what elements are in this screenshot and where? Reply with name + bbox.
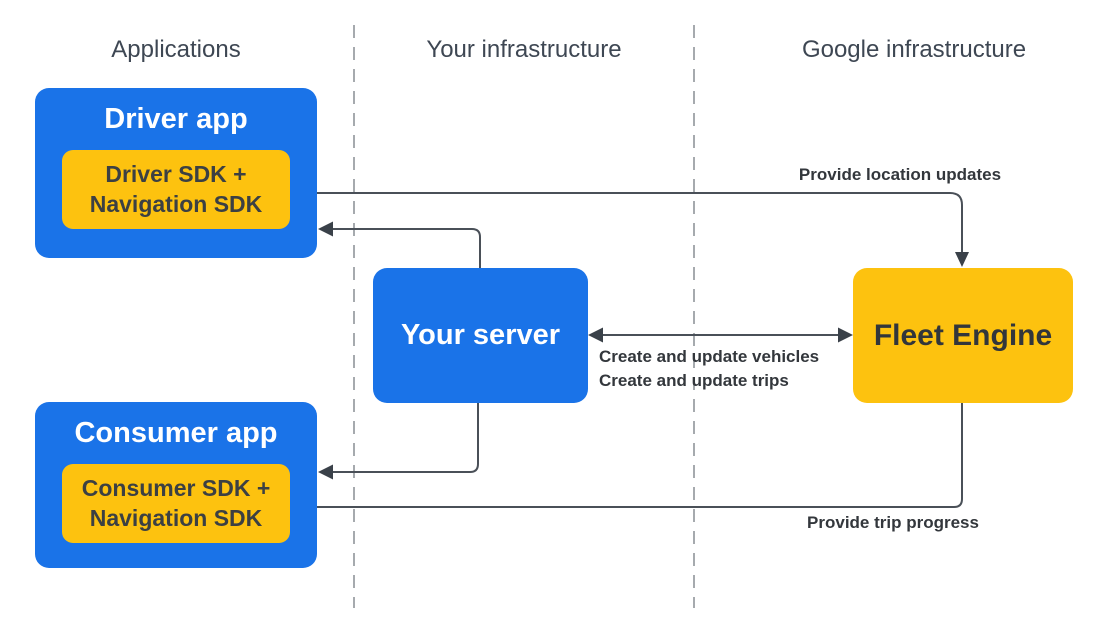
driver-sdk-label-line2: Navigation SDK — [89, 191, 263, 217]
node-driver-sdk: Driver SDK + Navigation SDK — [62, 150, 290, 229]
edge-label-provide-location-updates: Provide location updates — [798, 165, 1002, 184]
node-consumer-app: Consumer app Consumer SDK + Navigation S… — [35, 402, 317, 568]
your-server-label: Your server — [400, 319, 561, 351]
driver-sdk-label-line1: Driver SDK + — [105, 161, 247, 187]
edge-server-to-consumer — [333, 403, 479, 473]
edge-label-create-vehicles: Create and update vehicles — [599, 347, 820, 366]
edge-label-create-trips: Create and update trips — [599, 371, 789, 390]
node-your-server: Your server — [373, 268, 588, 403]
driver-app-label: Driver app — [104, 103, 248, 135]
node-driver-app: Driver app Driver SDK + Navigation SDK — [35, 88, 317, 258]
arrowhead-left-consumer-app — [318, 464, 333, 480]
column-header-google-infrastructure: Google infrastructure — [801, 36, 1027, 63]
edge-provide-location-updates — [293, 192, 963, 252]
arrowhead-left-driver-app — [318, 221, 333, 237]
column-header-applications: Applications — [111, 36, 241, 63]
arrowhead-down-fleet-engine — [955, 252, 969, 267]
edge-server-to-driver — [333, 228, 481, 268]
edge-label-create-and-update: Create and update vehicles Create and up… — [599, 345, 819, 393]
fleet-engine-label: Fleet Engine — [873, 318, 1053, 352]
node-consumer-sdk: Consumer SDK + Navigation SDK — [62, 464, 290, 543]
edge-label-provide-trip-progress: Provide trip progress — [807, 513, 979, 532]
column-header-your-infrastructure: Your infrastructure — [426, 36, 622, 63]
consumer-sdk-label-line1: Consumer SDK + — [81, 475, 271, 501]
arrowhead-left-your-server — [588, 327, 603, 343]
consumer-app-label: Consumer app — [74, 417, 278, 449]
arrowhead-right-fleet-engine — [838, 327, 853, 343]
edge-provide-trip-progress — [310, 403, 963, 508]
node-fleet-engine: Fleet Engine — [853, 268, 1073, 403]
consumer-sdk-label-line2: Navigation SDK — [89, 505, 263, 531]
